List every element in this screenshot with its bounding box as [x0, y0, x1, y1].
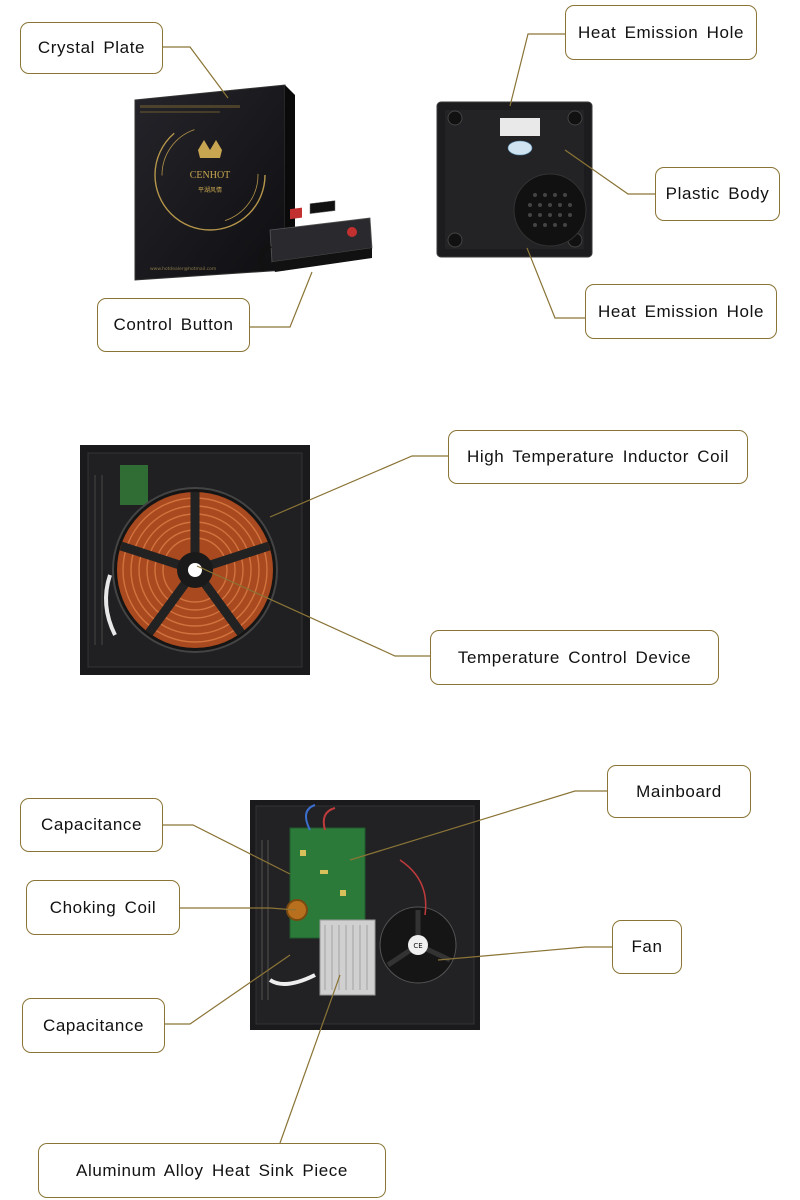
label-aluminum-heat-sink: Aluminum Alloy Heat Sink Piece	[38, 1143, 386, 1198]
connector-temp-control	[196, 565, 430, 657]
label-plastic-body: Plastic Body	[655, 167, 780, 221]
label-crystal-plate: Crystal Plate	[20, 22, 163, 74]
connector-capacitance-bottom	[165, 954, 291, 1025]
connector-mainboard	[349, 790, 607, 861]
label-high-temp-inductor-coil: High Temperature Inductor Coil	[448, 430, 748, 484]
connector-control-button	[250, 271, 313, 328]
label-choking-coil: Choking Coil	[26, 880, 180, 935]
cooker-front-photo: CENHOT 平湖风情 www.hotdealer@hotmail.com	[134, 84, 373, 281]
label-fan: Fan	[612, 920, 682, 974]
cooker-bottom-photo	[436, 101, 593, 258]
connector-choking-coil	[180, 907, 297, 911]
brand-logo-text: CENHOT	[190, 170, 231, 181]
label-heat-emission-hole-bottom: Heat Emission Hole	[585, 284, 777, 339]
connector-fan	[437, 946, 612, 961]
internal-components-photo: CE	[250, 800, 480, 1030]
brand-cn-text: 平湖风情	[198, 186, 222, 194]
svg-text:CE: CE	[413, 942, 422, 950]
label-heat-emission-hole-top: Heat Emission Hole	[565, 5, 757, 60]
product-url-text: www.hotdealer@hotmail.com	[150, 266, 216, 272]
connector-crystal-plate	[162, 46, 229, 99]
connector-heat-hole-bottom	[526, 247, 585, 319]
connector-heat-hole-top	[509, 33, 565, 107]
inductor-coil-photo	[80, 445, 310, 675]
connector-heat-sink	[279, 974, 341, 1144]
connector-plastic-body	[564, 149, 655, 195]
connector-capacitance-top	[163, 824, 291, 875]
label-capacitance-bottom: Capacitance	[22, 998, 165, 1053]
label-capacitance-top: Capacitance	[20, 798, 163, 852]
control-box	[258, 200, 373, 272]
label-control-button: Control Button	[97, 298, 250, 352]
connector-inductor-coil	[269, 455, 448, 518]
label-mainboard: Mainboard	[607, 765, 751, 818]
label-temperature-control-device: Temperature Control Device	[430, 630, 719, 685]
